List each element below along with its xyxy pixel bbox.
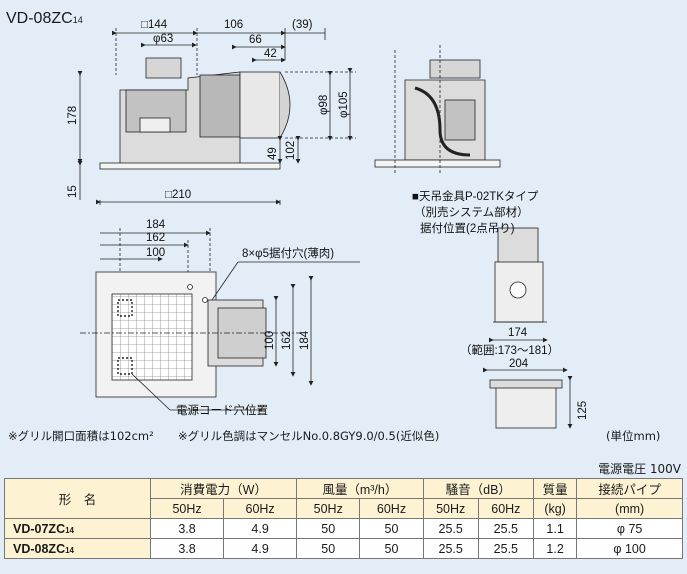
dim-range: （範囲:173～181）	[460, 343, 559, 357]
voltage-label: 電源電圧 100V	[598, 462, 681, 476]
cell-power-50: 3.8	[149, 538, 225, 559]
dim-v184: 184	[299, 330, 311, 350]
grille-area-note: ※グリル開口面積は102cm²	[8, 429, 154, 443]
dim-184: 184	[146, 219, 166, 231]
hole-label: 8×φ5据付穴(薄肉)	[242, 246, 334, 260]
header-noise: 騒音（dB）	[422, 478, 534, 499]
cell-power-60: 4.9	[223, 538, 298, 559]
header-power: 消費電力（W）	[149, 478, 298, 499]
cell-mass: 1.2	[532, 538, 578, 559]
technical-drawing: □144 106 (39) φ63 66 42 178 φ98 φ105 49 …	[67, 19, 589, 429]
header-pipe-unit: (mm)	[576, 498, 683, 519]
dim-125: 125	[577, 401, 589, 420]
row-model: VD-07ZC14	[4, 518, 151, 539]
dim-174: 174	[508, 327, 528, 339]
cell-pipe: φ 75	[576, 518, 683, 539]
dim-106: 106	[224, 19, 243, 31]
dim-66: 66	[249, 34, 262, 46]
dim-102: 102	[285, 141, 297, 160]
cell-pipe: φ 100	[576, 538, 683, 559]
header-air-60: 60Hz	[359, 498, 424, 519]
spec-table: 形 名 消費電力（W） 風量（m³/h） 騒音（dB） 質量 接続パイプ 50H…	[4, 478, 683, 559]
spec-table-wrap: 形 名 消費電力（W） 風量（m³/h） 騒音（dB） 質量 接続パイプ 50H…	[4, 478, 683, 559]
unit-note: (単位mm)	[606, 429, 661, 443]
cell-noise-60: 25.5	[477, 518, 534, 539]
header-noise-50: 50Hz	[422, 498, 479, 519]
bracket-line1: ■天吊金具P-02TKタイプ	[412, 189, 539, 203]
cell-noise-50: 25.5	[422, 518, 479, 539]
dim-v162: 162	[281, 331, 293, 350]
dim-100: 100	[146, 247, 165, 259]
header-power-50: 50Hz	[149, 498, 225, 519]
dim-204: 204	[509, 358, 529, 370]
row-model: VD-08ZC14	[4, 538, 151, 559]
cell-air-60: 50	[359, 518, 424, 539]
side-view	[374, 45, 501, 175]
table-row: VD-07ZC14 3.8 4.9 50 50 25.5 25.5 1.1 φ …	[4, 518, 683, 539]
dim-210: □210	[165, 189, 191, 201]
dim-42: 42	[264, 48, 277, 60]
row-model-name: VD-07ZC	[13, 521, 66, 536]
cell-mass: 1.1	[532, 518, 578, 539]
dim-49: 49	[267, 147, 279, 160]
header-noise-60: 60Hz	[477, 498, 534, 519]
bracket-line2: （別売システム部材）	[414, 205, 529, 219]
row-model-suffix: 14	[65, 525, 74, 535]
cell-noise-60: 25.5	[477, 538, 534, 559]
dim-phi63: φ63	[153, 33, 173, 45]
header-power-60: 60Hz	[223, 498, 298, 519]
model-name: VD-08ZC	[6, 10, 73, 27]
cord-label: 電源コード穴位置	[176, 403, 268, 417]
cell-power-60: 4.9	[223, 518, 298, 539]
dim-phi98: φ98	[318, 95, 330, 115]
dim-v100: 100	[264, 331, 276, 350]
dim-phi105: φ105	[338, 91, 350, 118]
header-mass-unit: (kg)	[532, 498, 578, 519]
dim-162: 162	[146, 232, 165, 244]
header-model: 形 名	[4, 478, 151, 519]
bracket-line3: 据付位置(2点吊り)	[420, 221, 515, 235]
table-row: VD-08ZC14 3.8 4.9 50 50 25.5 25.5 1.2 φ …	[4, 538, 683, 559]
cell-air-50: 50	[296, 518, 361, 539]
cell-air-60: 50	[359, 538, 424, 559]
dim-15: 15	[67, 185, 79, 198]
cell-air-50: 50	[296, 538, 361, 559]
dim-39: (39)	[292, 19, 313, 31]
header-mass: 質量	[532, 478, 578, 499]
front-view	[77, 28, 356, 205]
dim-144: □144	[141, 19, 168, 31]
row-model-name: VD-08ZC	[13, 541, 66, 556]
plan-view	[80, 228, 360, 411]
grille-color-note: ※グリル色調はマンセルNo.0.8GY9.0/0.5(近似色)	[178, 429, 440, 443]
cell-power-50: 3.8	[149, 518, 225, 539]
model-suffix: 14	[72, 15, 83, 25]
header-pipe: 接続パイプ	[576, 478, 683, 499]
header-air-50: 50Hz	[296, 498, 361, 519]
bracket-view	[483, 227, 573, 429]
row-model-suffix: 14	[65, 545, 74, 555]
dim-178: 178	[67, 106, 79, 125]
cell-noise-50: 25.5	[422, 538, 479, 559]
model-title: VD-08ZC14	[6, 10, 83, 28]
header-air: 風量（m³/h）	[296, 478, 424, 499]
